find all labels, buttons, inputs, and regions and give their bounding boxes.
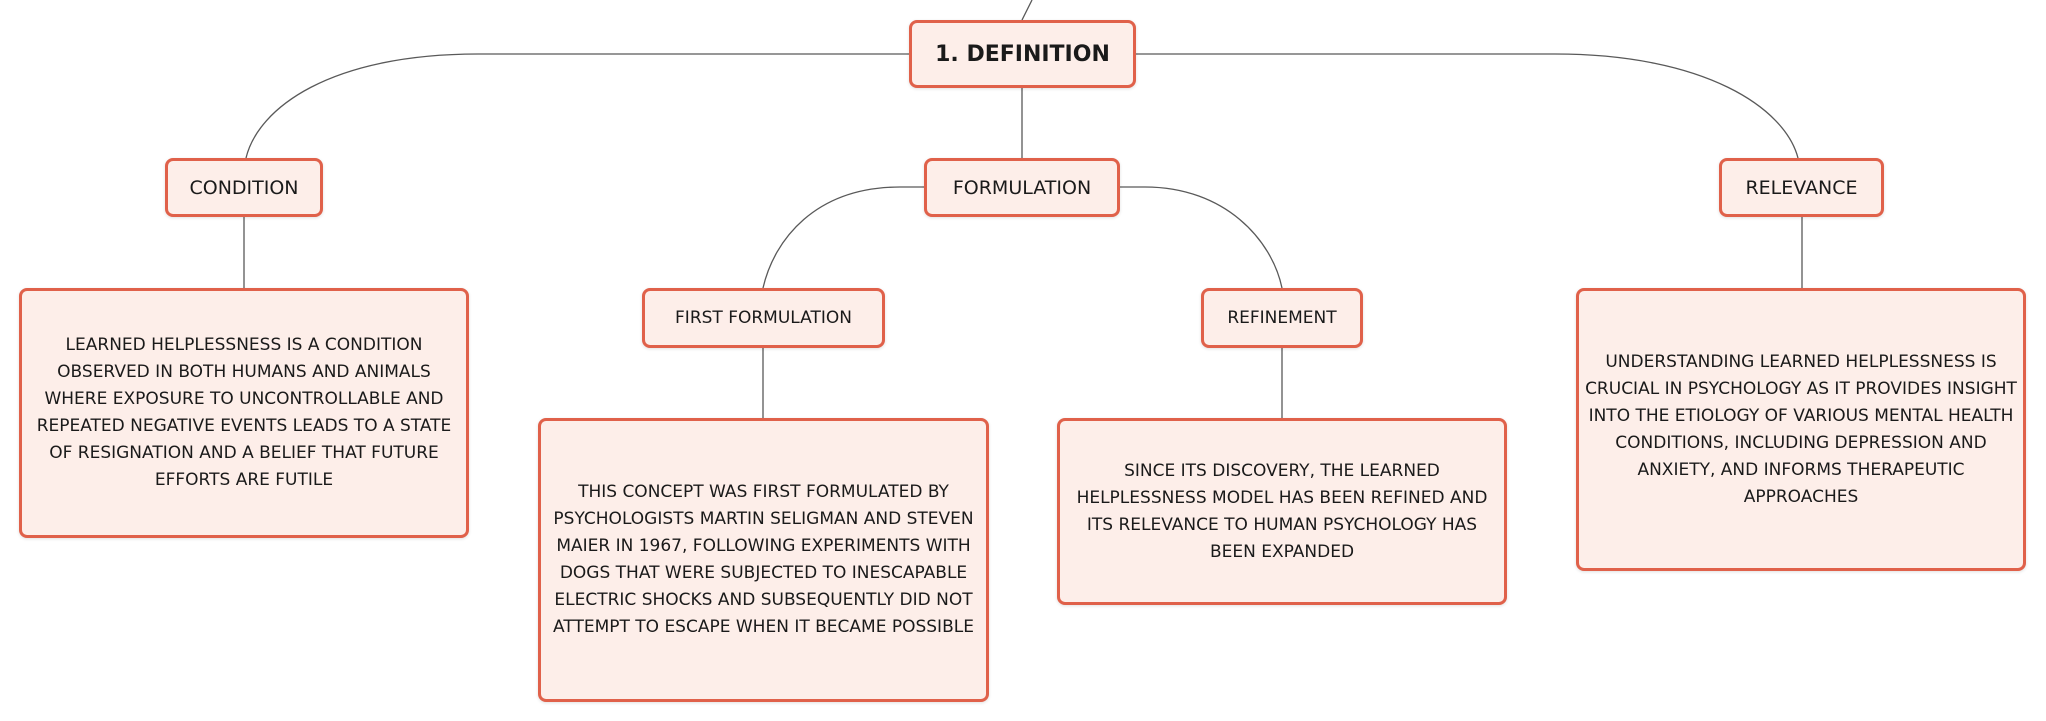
node-first-formulation-label: FIRST FORMULATION	[675, 308, 852, 328]
root-node-definition[interactable]: 1. DEFINITION	[909, 20, 1136, 88]
condition-description-text: LEARNED HELPLESSNESS IS A CONDITION OBSE…	[36, 335, 452, 490]
root-node-label: 1. DEFINITION	[935, 41, 1110, 67]
node-condition-label: CONDITION	[189, 176, 299, 199]
connector-root-to-relevance	[1136, 53, 1799, 159]
relevance-description-text: UNDERSTANDING LEARNED HELPLESSNESS IS CR…	[1585, 351, 2017, 507]
connector-formulation-to-refinement	[1119, 186, 1283, 289]
node-formulation-label: FORMULATION	[952, 176, 1092, 199]
node-condition[interactable]: CONDITION	[165, 158, 323, 217]
connector-parent-to-root	[1021, 0, 1033, 21]
node-relevance[interactable]: RELEVANCE	[1719, 158, 1884, 217]
connector-root-to-condition	[245, 53, 910, 159]
relevance-description-box[interactable]: UNDERSTANDING LEARNED HELPLESSNESS IS CR…	[1576, 288, 2026, 571]
first-formulation-description-box[interactable]: THIS CONCEPT WAS FIRST FORMULATED BY PSY…	[538, 418, 989, 702]
first-formulation-description-text: THIS CONCEPT WAS FIRST FORMULATED BY PSY…	[553, 482, 974, 637]
node-formulation[interactable]: FORMULATION	[924, 158, 1120, 217]
connector-formulation-to-first	[762, 186, 925, 289]
node-refinement[interactable]: REFINEMENT	[1201, 288, 1363, 348]
node-relevance-label: RELEVANCE	[1745, 176, 1858, 199]
refinement-description-text: SINCE ITS DISCOVERY, THE LEARNED HELPLES…	[1076, 460, 1488, 562]
condition-description-box[interactable]: LEARNED HELPLESSNESS IS A CONDITION OBSE…	[19, 288, 469, 538]
node-refinement-label: REFINEMENT	[1227, 308, 1337, 328]
refinement-description-box[interactable]: SINCE ITS DISCOVERY, THE LEARNED HELPLES…	[1057, 418, 1507, 605]
node-first-formulation[interactable]: FIRST FORMULATION	[642, 288, 885, 348]
